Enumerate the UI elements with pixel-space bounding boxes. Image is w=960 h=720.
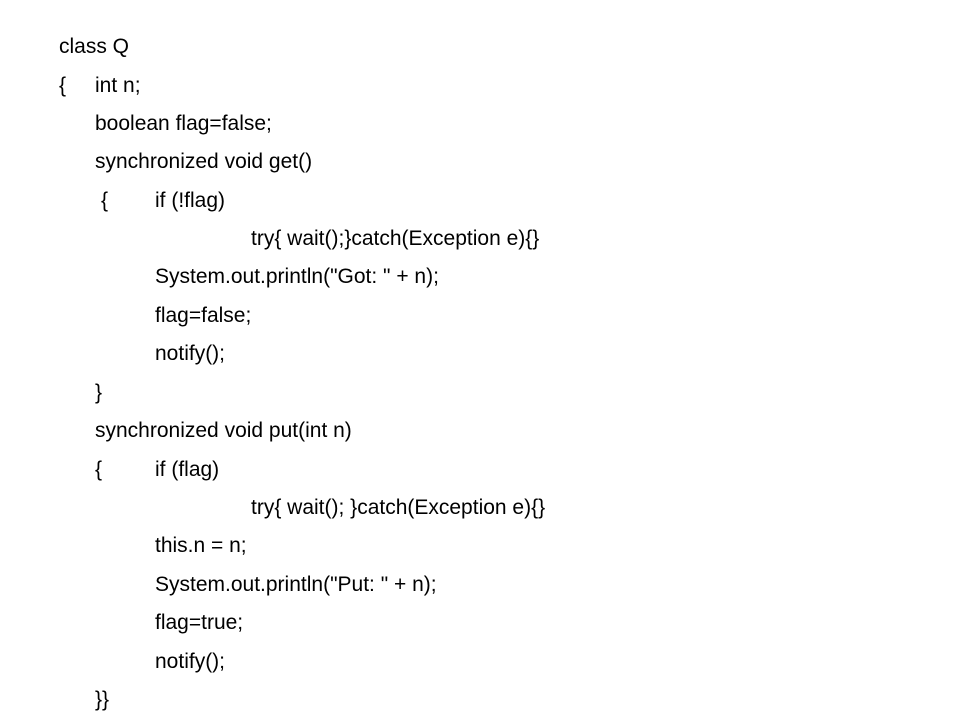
code-line-put-println: System.out.println("Put: " + n); xyxy=(155,573,437,596)
code-line-field-flag: boolean flag=false; xyxy=(95,112,272,135)
code-line-get-close-brace: } xyxy=(95,381,103,404)
code-line-get-notify: notify(); xyxy=(155,342,226,365)
code-line-get-flag-false: flag=false; xyxy=(155,304,252,327)
code-line-put-assign-n: this.n = n; xyxy=(155,534,247,557)
code-line-class-close-braces: }} xyxy=(95,688,110,711)
code-line-get-if: if (!flag) xyxy=(155,189,226,212)
code-line-put-try-wait: try{ wait(); }catch(Exception e){} xyxy=(251,496,546,519)
code-line-get-println: System.out.println("Got: " + n); xyxy=(155,265,439,288)
code-line-put-if: if (flag) xyxy=(155,458,220,481)
code-line-put-open-brace: { xyxy=(95,458,103,481)
code-line-field-n: int n; xyxy=(95,74,141,97)
code-line-put-notify: notify(); xyxy=(155,650,226,673)
code-line-put-flag-true: flag=true; xyxy=(155,611,244,634)
code-line-put-signature: synchronized void put(int n) xyxy=(95,419,352,442)
code-line-get-open-brace: { xyxy=(101,189,109,212)
code-line-get-try-wait: try{ wait();}catch(Exception e){} xyxy=(251,227,540,250)
code-line-class-declaration: class Q xyxy=(59,35,130,58)
code-line-get-signature: synchronized void get() xyxy=(95,150,313,173)
code-line-open-brace: { xyxy=(59,74,67,97)
